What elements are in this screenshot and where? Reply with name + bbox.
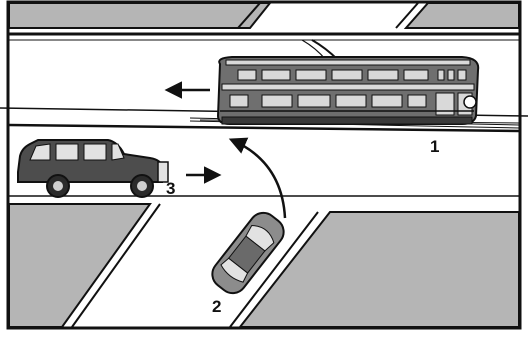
sidewalk-bottom-left (8, 203, 161, 328)
sedan-turn-arrow (228, 137, 287, 219)
sedan-number-label: 2 (212, 297, 221, 316)
sidewalk-top-right (395, 2, 520, 29)
tram-number-label: 1 (430, 137, 439, 156)
tram-icon (216, 39, 480, 125)
sedan-car-icon (211, 211, 285, 295)
sidewalk-bottom-right (229, 211, 520, 328)
suv-number-label: 3 (166, 179, 175, 198)
suv-car-icon (17, 139, 169, 198)
sidewalk-top-left (8, 2, 273, 29)
